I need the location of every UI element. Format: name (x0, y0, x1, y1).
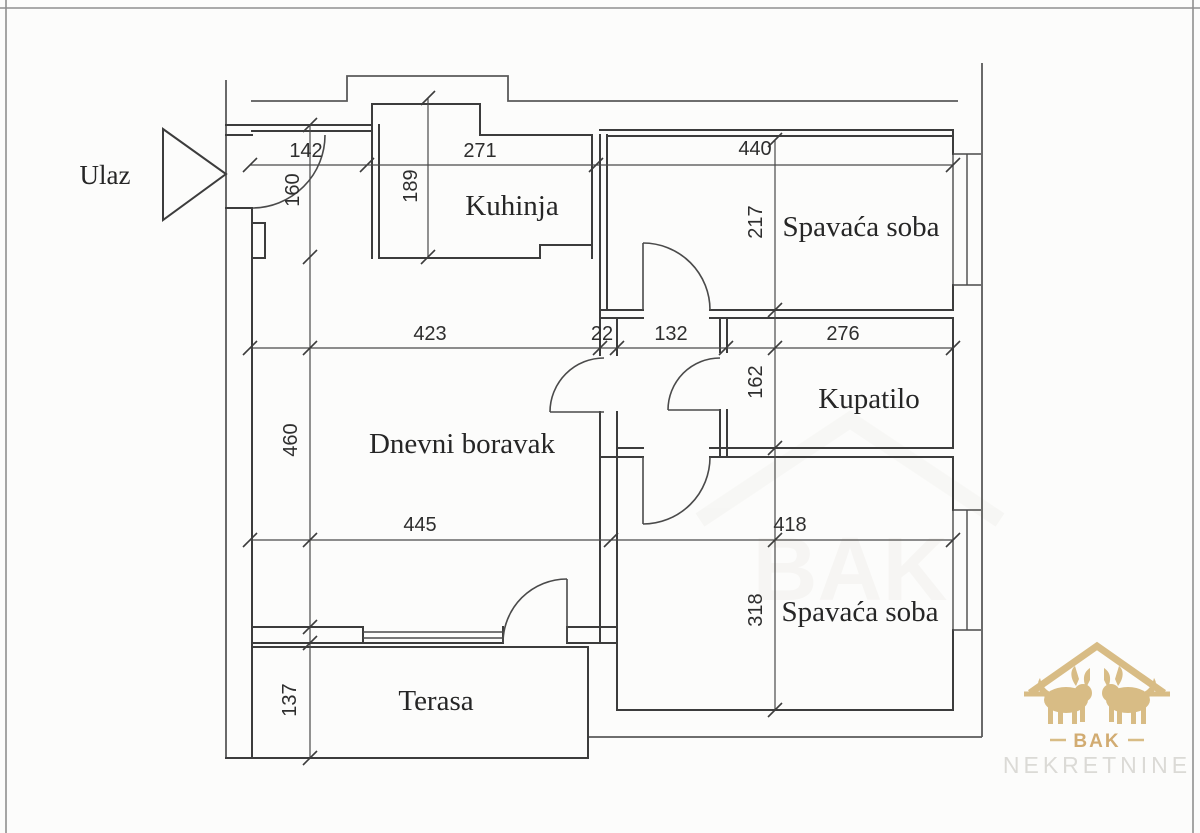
ghost-watermark-text: BAK (753, 520, 948, 620)
dim-hall-width: 132 (654, 323, 687, 345)
ghost-watermark: BAK (700, 420, 1000, 620)
room-labels: Ulaz Kuhinja Spavaća soba Kupatilo Dnevn… (80, 160, 940, 717)
dim-living-height: 460 (280, 423, 302, 456)
building-outline (225, 63, 983, 758)
door-bedroom-top (642, 242, 711, 311)
dim-kitchen-width: 271 (463, 140, 496, 162)
dim-entry-nook-height: 160 (282, 173, 304, 206)
watermark-brand: BAK (1073, 731, 1120, 752)
bedroom-bottom-label: Spavaća soba (781, 596, 938, 628)
dim-kitchen-height: 189 (400, 169, 422, 202)
dimension-labels: 142 271 440 423 22 132 276 445 418 160 1… (279, 138, 860, 717)
window-bedroom-bottom (952, 509, 981, 631)
entry-door (251, 134, 326, 209)
dim-bedroom-top-width: 440 (738, 138, 771, 160)
dim-living-width-bottom: 445 (403, 514, 436, 536)
terrace-label: Terasa (398, 685, 473, 717)
dim-terrace-height: 137 (279, 683, 301, 716)
dim-bathroom-width: 276 (826, 323, 859, 345)
door-hall-bathroom (667, 357, 721, 411)
kitchen-label: Kuhinja (465, 190, 559, 222)
bathroom-label: Kupatilo (818, 383, 920, 415)
entrance-label: Ulaz (80, 160, 131, 190)
agency-logo-icon (1024, 641, 1170, 724)
dim-bedroom-top-height: 217 (745, 205, 767, 238)
watermark-subtitle: NEKRETNINE (1003, 752, 1191, 778)
door-living-terrace (502, 578, 568, 644)
dim-bathroom-height: 162 (745, 365, 767, 398)
dim-bedroom-bottom-width: 418 (773, 514, 806, 536)
window-bedroom-top (952, 153, 981, 286)
bedroom-top-label: Spavaća soba (782, 211, 939, 243)
door-living-hall (549, 357, 605, 413)
dim-bedroom-bottom-height: 318 (745, 593, 767, 626)
living-room-label: Dnevni boravak (369, 428, 556, 460)
door-hall-bedroom-bottom (642, 456, 711, 525)
window-living-terrace (363, 631, 503, 639)
dim-hall-wall: 22 (591, 323, 613, 345)
agency-watermark: BAK NEKRETNINE (1003, 641, 1191, 778)
dimension-ticks (242, 90, 961, 766)
dim-living-width: 423 (413, 323, 446, 345)
dim-entry-nook-width: 142 (289, 140, 322, 162)
dimension-lines (250, 98, 953, 758)
entry-arrow-icon (162, 127, 228, 222)
